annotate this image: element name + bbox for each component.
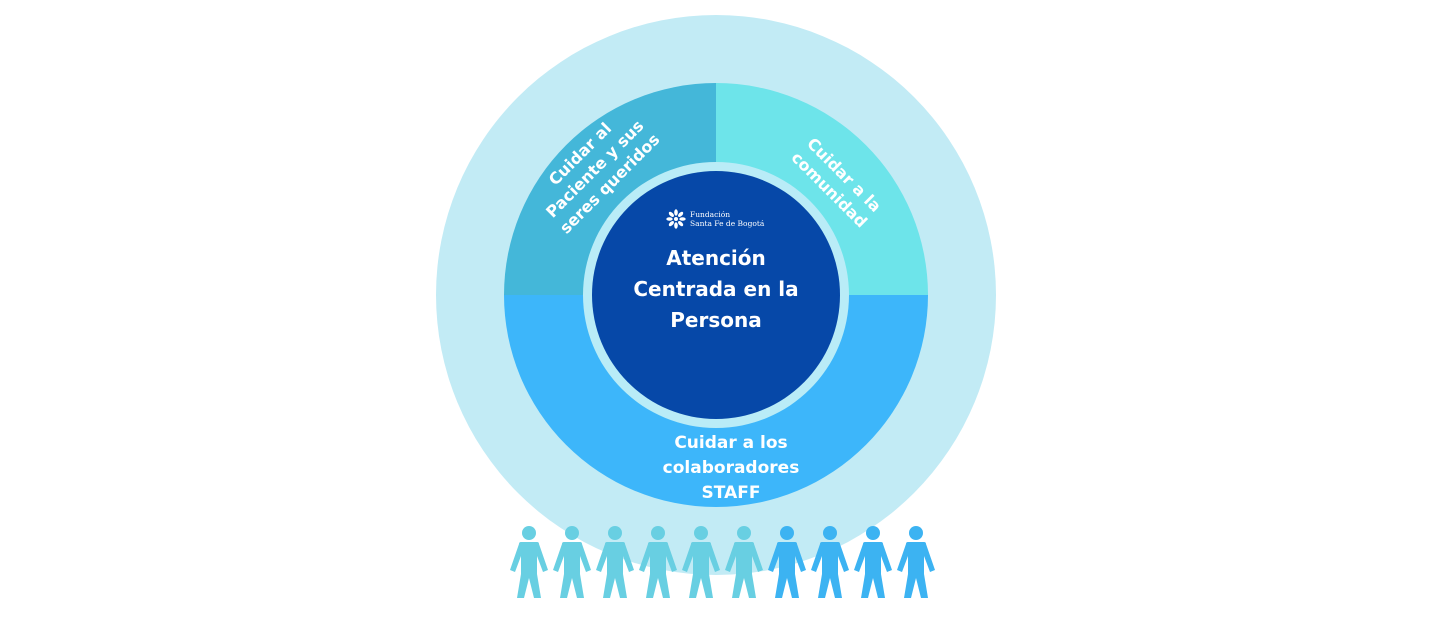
snowflake-logo-icon [666,209,686,229]
staff-label-line-2: colaboradores [663,458,800,478]
person-icon [596,526,634,598]
person-icon [682,526,720,598]
person-icon [768,526,806,598]
people-row [510,526,935,598]
person-icon [854,526,892,598]
logo-line-1: Fundación [690,210,730,219]
staff-label-line-3: STAFF [702,483,761,503]
staff-label-line-1: Cuidar a los [674,433,787,453]
person-icon [811,526,849,598]
center-title-line-2: Centrada en la [633,277,798,301]
foundation-logo: Fundación Santa Fe de Bogotá [666,209,765,229]
center-title-line-1: Atención [666,246,766,270]
person-icon [725,526,763,598]
person-icon [897,526,935,598]
logo-line-2: Santa Fe de Bogotá [690,219,765,228]
person-icon [510,526,548,598]
person-icon [553,526,591,598]
center-circle [592,171,840,419]
person-icon [639,526,677,598]
center-title-line-3: Persona [670,308,761,332]
